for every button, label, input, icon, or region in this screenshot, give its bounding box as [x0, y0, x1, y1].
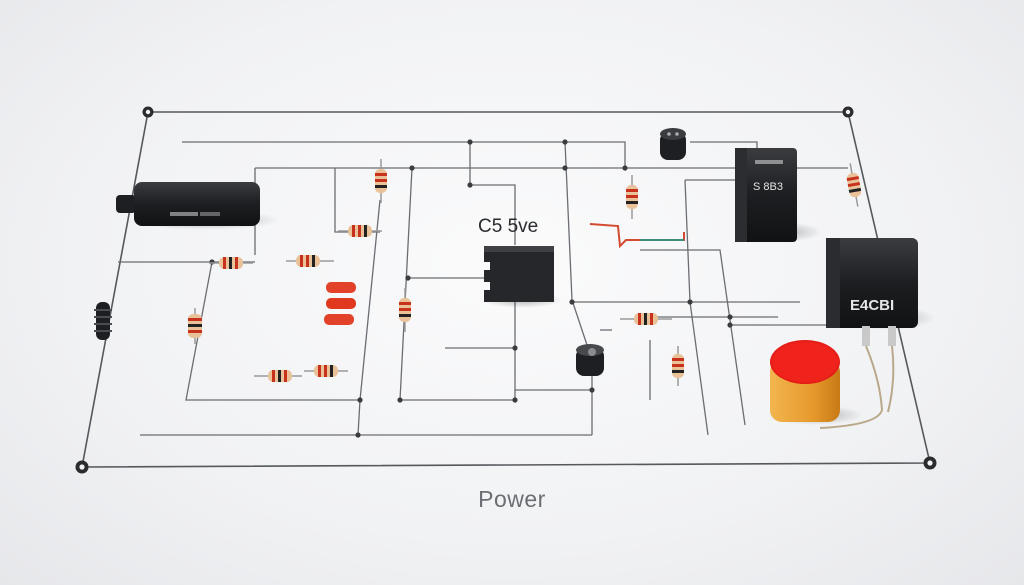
- resistor: [286, 255, 334, 267]
- resistor: [846, 163, 862, 207]
- resistor: [209, 257, 253, 269]
- transistor-center: [576, 344, 604, 376]
- resistor: [620, 313, 672, 325]
- frame-terminals: [75, 106, 937, 474]
- inductor-component: [94, 302, 112, 340]
- ic-label: C5 5ve: [478, 216, 538, 237]
- transistor-top: [660, 128, 686, 160]
- relay-large-label: E4CBI: [850, 297, 894, 314]
- resistor: [375, 159, 387, 203]
- cylinder-component: [116, 182, 260, 226]
- circuit-wires: [118, 141, 848, 436]
- resistor: [399, 288, 411, 332]
- power-caption: Power: [478, 486, 546, 512]
- electrolytic-capacitor: [770, 340, 840, 422]
- red-diode: [589, 223, 685, 249]
- relay-large: [819, 238, 918, 429]
- resistor: [254, 370, 302, 382]
- red-capacitors: [324, 282, 356, 325]
- relay-small-label: S 8B3: [753, 181, 783, 193]
- ic-chip: [484, 246, 554, 302]
- resistor: [672, 346, 684, 386]
- relay-small: [735, 148, 797, 242]
- resistor: [304, 365, 348, 377]
- resistor: [188, 308, 202, 344]
- wire-junctions: [209, 139, 733, 438]
- resistor: [626, 175, 638, 219]
- resistor: [338, 225, 382, 237]
